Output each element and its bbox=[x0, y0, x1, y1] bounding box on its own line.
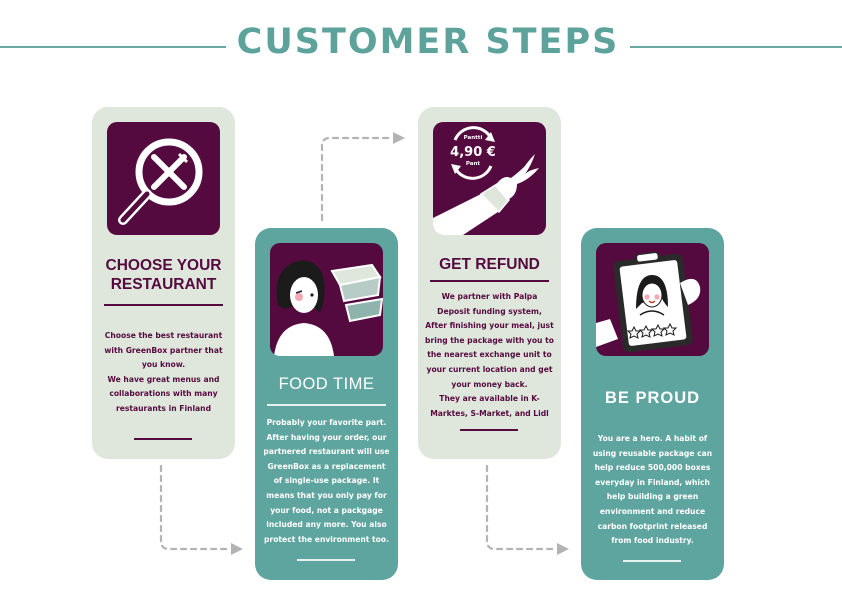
step-description: You are a hero. A habit of using reusabl… bbox=[588, 432, 717, 549]
footer-divider bbox=[297, 559, 355, 561]
step-heading: BE PROUD bbox=[604, 389, 701, 407]
step-description-paragraph: They are available in K-Marktes, S-Marke… bbox=[430, 394, 549, 418]
step-card-be-proud: BE PROUD You are a hero. A habit of usin… bbox=[581, 228, 724, 580]
footer-divider bbox=[134, 438, 192, 440]
step-description-paragraph: You are a hero. A habit of using reusabl… bbox=[592, 434, 713, 546]
step-heading: FOOD TIME bbox=[278, 375, 375, 393]
step-heading: GET REFUND bbox=[439, 256, 540, 273]
step-card-choose-restaurant: CHOOSE YOUR RESTAURANT Choose the best r… bbox=[92, 107, 235, 459]
title-line-right bbox=[630, 46, 842, 48]
magnifier-fork-knife-icon bbox=[107, 122, 220, 235]
footer-divider bbox=[623, 560, 681, 562]
heading-divider bbox=[104, 304, 223, 306]
step-description-paragraph: Probably your favorite part. After havin… bbox=[263, 418, 390, 544]
deposit-hand-icon: Pantti 4,90 € Pant bbox=[433, 122, 546, 235]
step-description: Probably your favorite part. After havin… bbox=[262, 416, 391, 547]
step-description-paragraph: Choose the best restaurant with GreenBox… bbox=[104, 331, 223, 370]
step-card-get-refund: Pantti 4,90 € Pant GET REFUND We partner… bbox=[418, 107, 561, 459]
badge-top-text: Pantti bbox=[464, 135, 483, 141]
step-description: Choose the best restaurant with GreenBox… bbox=[99, 329, 228, 417]
connector-1-2 bbox=[159, 464, 232, 551]
heading-divider bbox=[430, 280, 549, 282]
footer-divider bbox=[460, 429, 518, 431]
woman-with-food-boxes-icon bbox=[270, 243, 383, 356]
step-heading: CHOOSE YOUR RESTAURANT bbox=[105, 257, 222, 293]
connector-2-3 bbox=[320, 136, 394, 222]
phone-rating-icon bbox=[596, 243, 709, 356]
connector-2-3-arrowhead bbox=[393, 132, 405, 144]
title-line-left bbox=[0, 46, 226, 48]
heading-divider bbox=[267, 404, 386, 406]
step-description-paragraph: We partner with Palpa Deposit funding sy… bbox=[425, 292, 554, 389]
step-description: We partner with Palpa Deposit funding sy… bbox=[425, 290, 554, 421]
step-description-paragraph: We have great menus and collaborations w… bbox=[107, 374, 220, 413]
connector-1-2-arrowhead bbox=[231, 543, 243, 555]
badge-amount-text: 4,90 € bbox=[450, 145, 496, 160]
connector-3-4-arrowhead bbox=[557, 543, 569, 555]
connector-3-4 bbox=[485, 464, 558, 551]
deposit-badge: Pantti 4,90 € Pant bbox=[450, 126, 496, 180]
page-title: CUSTOMER STEPS bbox=[236, 22, 620, 62]
step-card-food-time: FOOD TIME Probably your favorite part. A… bbox=[255, 228, 398, 580]
badge-bottom-text: Pant bbox=[466, 161, 481, 167]
